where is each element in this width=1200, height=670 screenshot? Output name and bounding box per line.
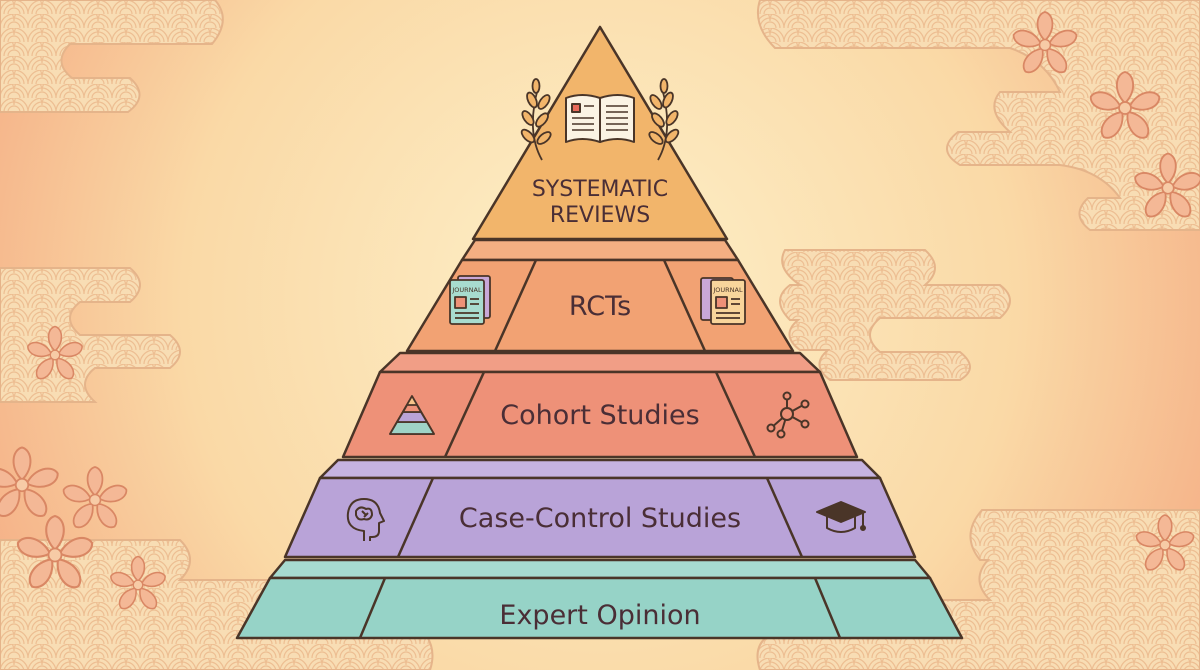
cloud-top-left	[0, 0, 224, 113]
tier-systematic-reviews-label-line-1: SYSTEMATIC	[532, 177, 668, 202]
tier-expert-opinion-label: Expert Opinion	[499, 600, 700, 631]
tier-expert-opinion: Expert Opinion	[235, 558, 964, 640]
journal-left-label: JOURNAL	[451, 286, 482, 294]
cloud-top-right	[756, 0, 1200, 231]
open-book-icon	[565, 94, 635, 143]
tier-divider	[813, 577, 842, 639]
tier-divider	[662, 259, 707, 352]
tier-rcts: RCTs JOURNAL JOURNAL	[405, 238, 795, 353]
brain-head-icon	[346, 498, 385, 541]
tier-cohort-studies: Cohort Studies	[341, 351, 859, 459]
graduation-cap-icon	[816, 501, 866, 533]
tier-divider	[765, 477, 804, 558]
tier-case-control-front-face	[283, 476, 917, 559]
tier-expert-opinion-front-face	[235, 576, 964, 640]
tier-rcts-front-face	[405, 258, 795, 353]
tier-cohort-label: Cohort Studies	[500, 400, 699, 431]
pyramid-icon	[389, 395, 435, 435]
tier-divider	[358, 577, 387, 639]
tier-case-control-studies: Case-Control Studies	[283, 458, 917, 559]
tier-case-control-top-face	[318, 458, 882, 480]
tier-rcts-top-face	[460, 238, 740, 262]
tier-divider	[396, 477, 435, 558]
network-icon	[766, 391, 810, 439]
tier-case-control-label: Case-Control Studies	[459, 503, 741, 534]
tier-divider	[443, 371, 486, 458]
tier-rcts-label: RCTs	[569, 291, 631, 322]
journal-right-label: JOURNAL	[712, 286, 743, 294]
journal-left-icon: JOURNAL	[449, 275, 491, 325]
tier-cohort-top-face	[378, 351, 822, 374]
laurel-right-icon	[648, 78, 680, 161]
laurel-left-icon	[520, 78, 552, 161]
tier-cohort-front-face	[341, 370, 859, 459]
tier-systematic-reviews: SYSTEMATIC REVIEWS	[471, 25, 729, 241]
cloud-middle-right	[779, 249, 1011, 381]
tier-systematic-reviews-label-line-2: REVIEWS	[550, 203, 650, 228]
tier-divider	[493, 259, 538, 352]
tier-expert-opinion-top-face	[268, 558, 932, 580]
pyramid: Expert Opinion Case-Control Studies	[235, 25, 964, 640]
journal-right-icon: JOURNAL	[700, 277, 746, 325]
tier-divider	[714, 371, 757, 458]
